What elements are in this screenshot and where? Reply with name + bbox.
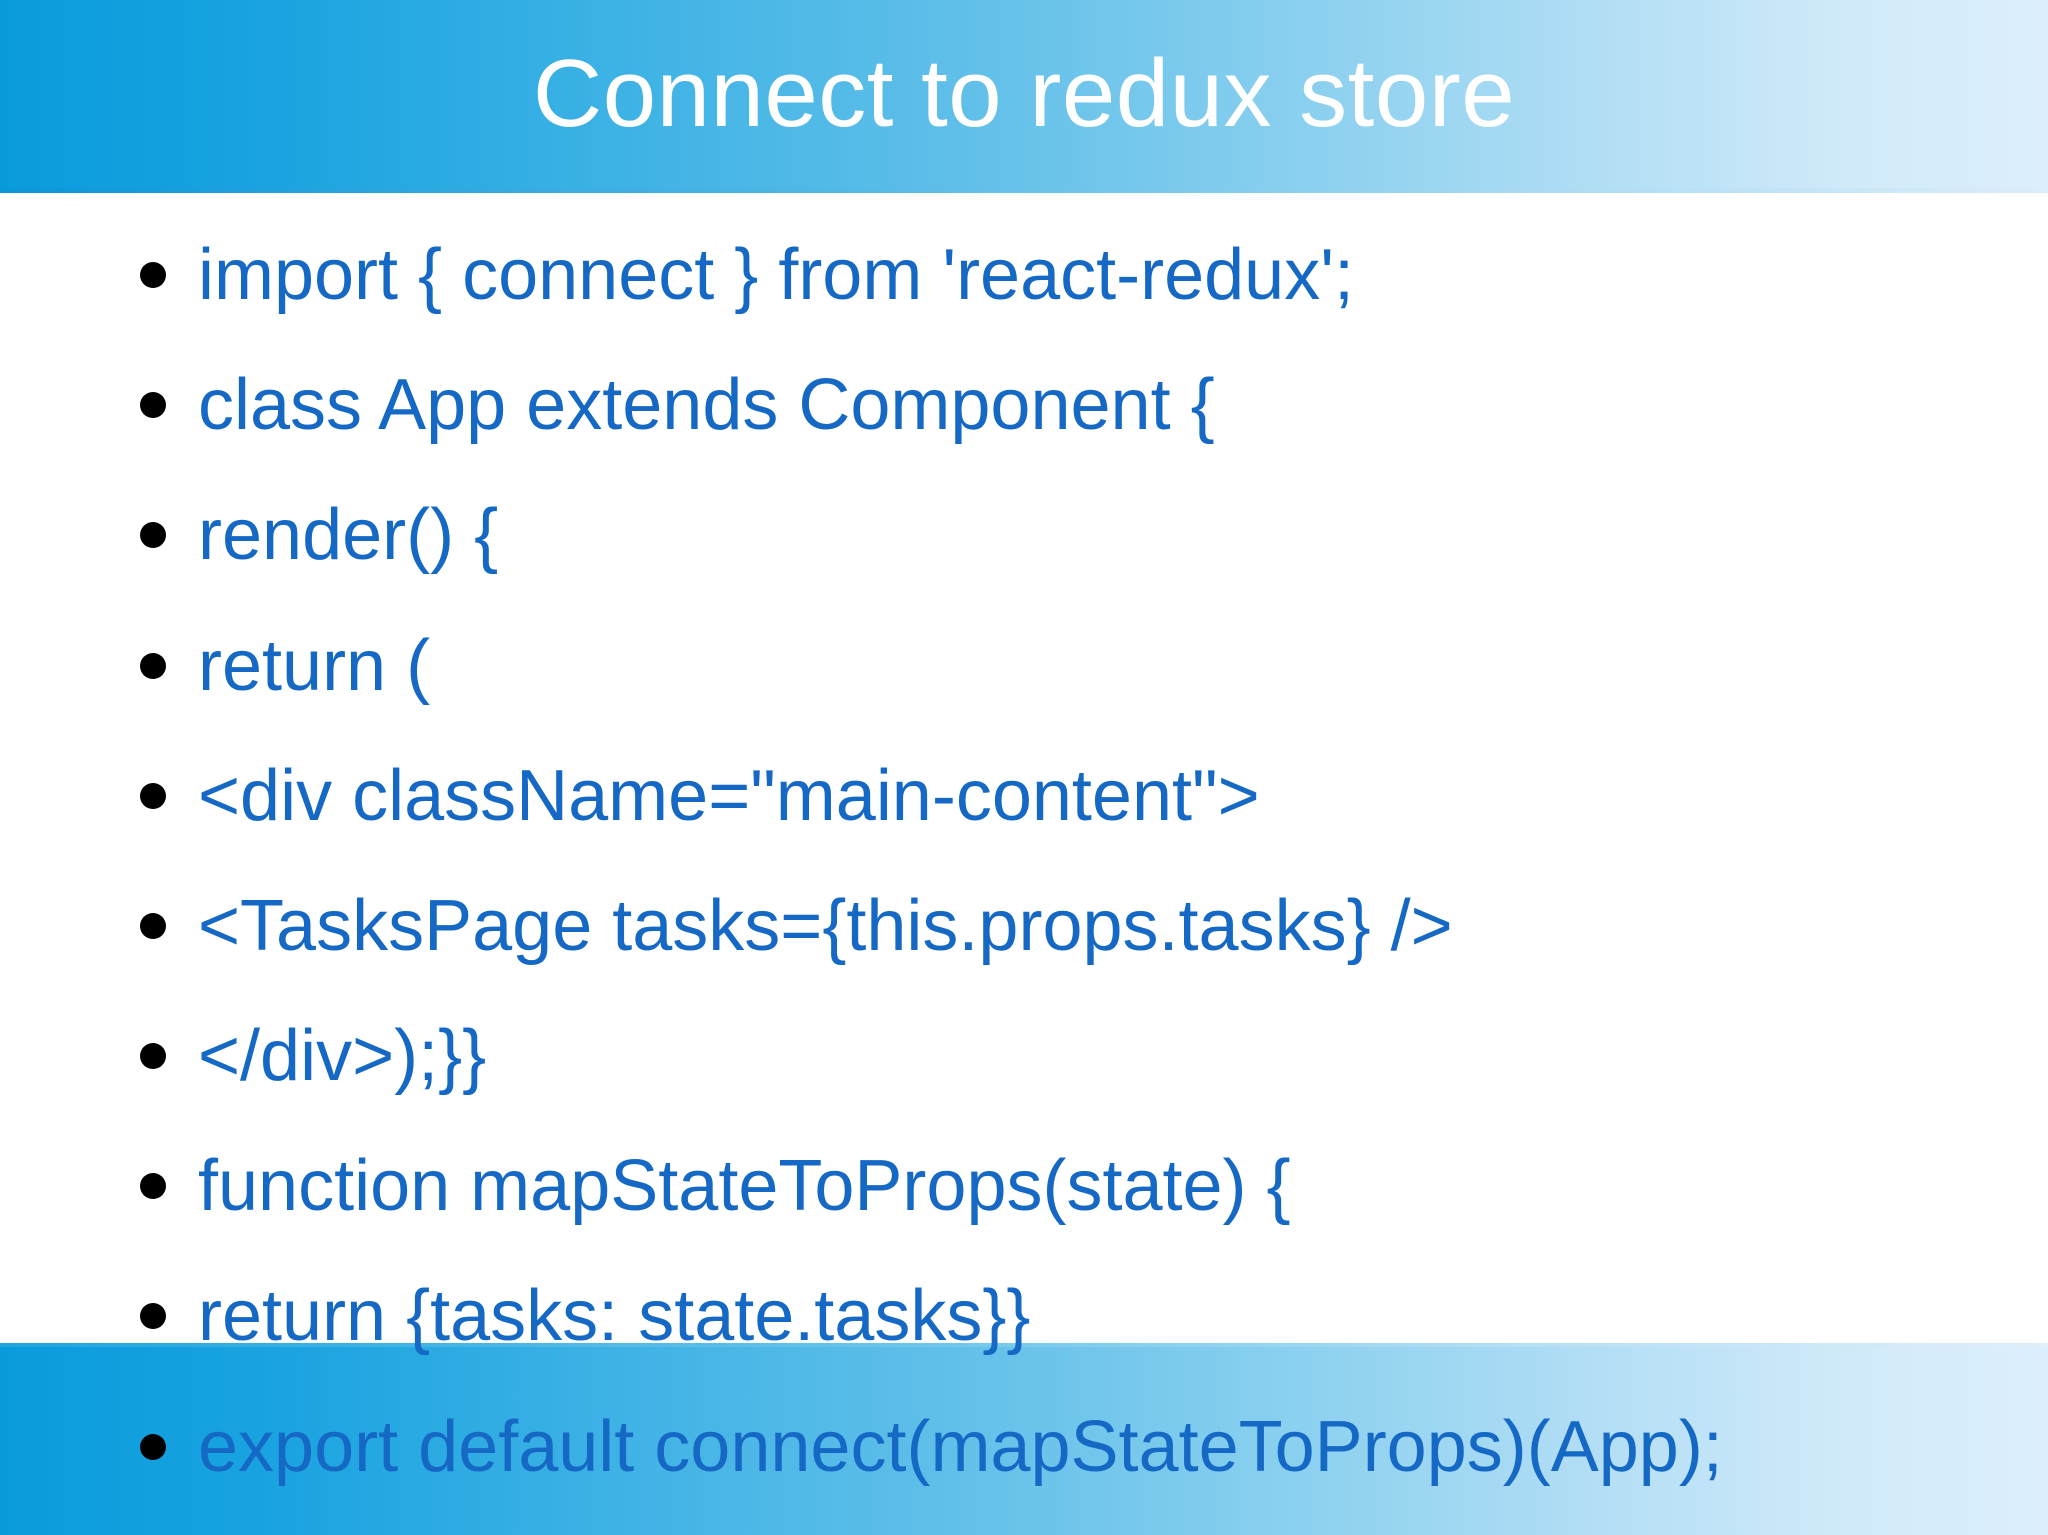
bullet-point-icon (140, 1173, 166, 1199)
list-item: import { connect } from 'react-redux'; (140, 210, 2020, 340)
bullet-point-icon (140, 783, 166, 809)
list-item: <TasksPage tasks={this.props.tasks} /> (140, 861, 2020, 991)
list-item-label: <TasksPage tasks={this.props.tasks} /> (198, 886, 1453, 966)
bullet-point-icon (140, 913, 166, 939)
list-item: function mapStateToProps(state) { (140, 1121, 2020, 1251)
code-bullet-list: import { connect } from 'react-redux'; c… (0, 192, 2048, 1535)
list-item: </div>);}} (140, 991, 2020, 1121)
bullet-point-icon (140, 522, 166, 548)
bullet-point-icon (140, 1434, 166, 1460)
bullet-point-icon (140, 1043, 166, 1069)
footer-topline-divider (0, 1343, 2048, 1347)
list-item-label: import { connect } from 'react-redux'; (198, 235, 1354, 315)
list-item-label: function mapStateToProps(state) { (198, 1146, 1291, 1226)
list-item: return {tasks: state.tasks}} (140, 1251, 2020, 1381)
footer-band (0, 1345, 2048, 1535)
list-item: return ( (140, 601, 2020, 731)
list-item: <div className="main-content"> (140, 731, 2020, 861)
bullet-point-icon (140, 262, 166, 288)
list-item-label: return {tasks: state.tasks}} (198, 1276, 1031, 1356)
page-title: Connect to redux store (532, 40, 1516, 147)
list-item-label: return ( (198, 626, 431, 706)
list-item: export default connect(mapStateToProps)(… (140, 1382, 2020, 1512)
header-band (0, 0, 2048, 192)
list-item: class App extends Component { (140, 340, 2020, 470)
bullet-point-icon (140, 653, 166, 679)
list-item-label: </div>);}} (198, 1016, 487, 1096)
list-item: render() { (140, 470, 2020, 600)
list-item-label: <div className="main-content"> (198, 756, 1260, 836)
list-item-label: class App extends Component { (198, 365, 1215, 445)
list-item-label: export default connect(mapStateToProps)(… (198, 1407, 1723, 1487)
header-underline-divider (0, 188, 2048, 193)
list-item-label: render() { (198, 495, 499, 575)
bullet-point-icon (140, 392, 166, 418)
bullet-point-icon (140, 1303, 166, 1329)
